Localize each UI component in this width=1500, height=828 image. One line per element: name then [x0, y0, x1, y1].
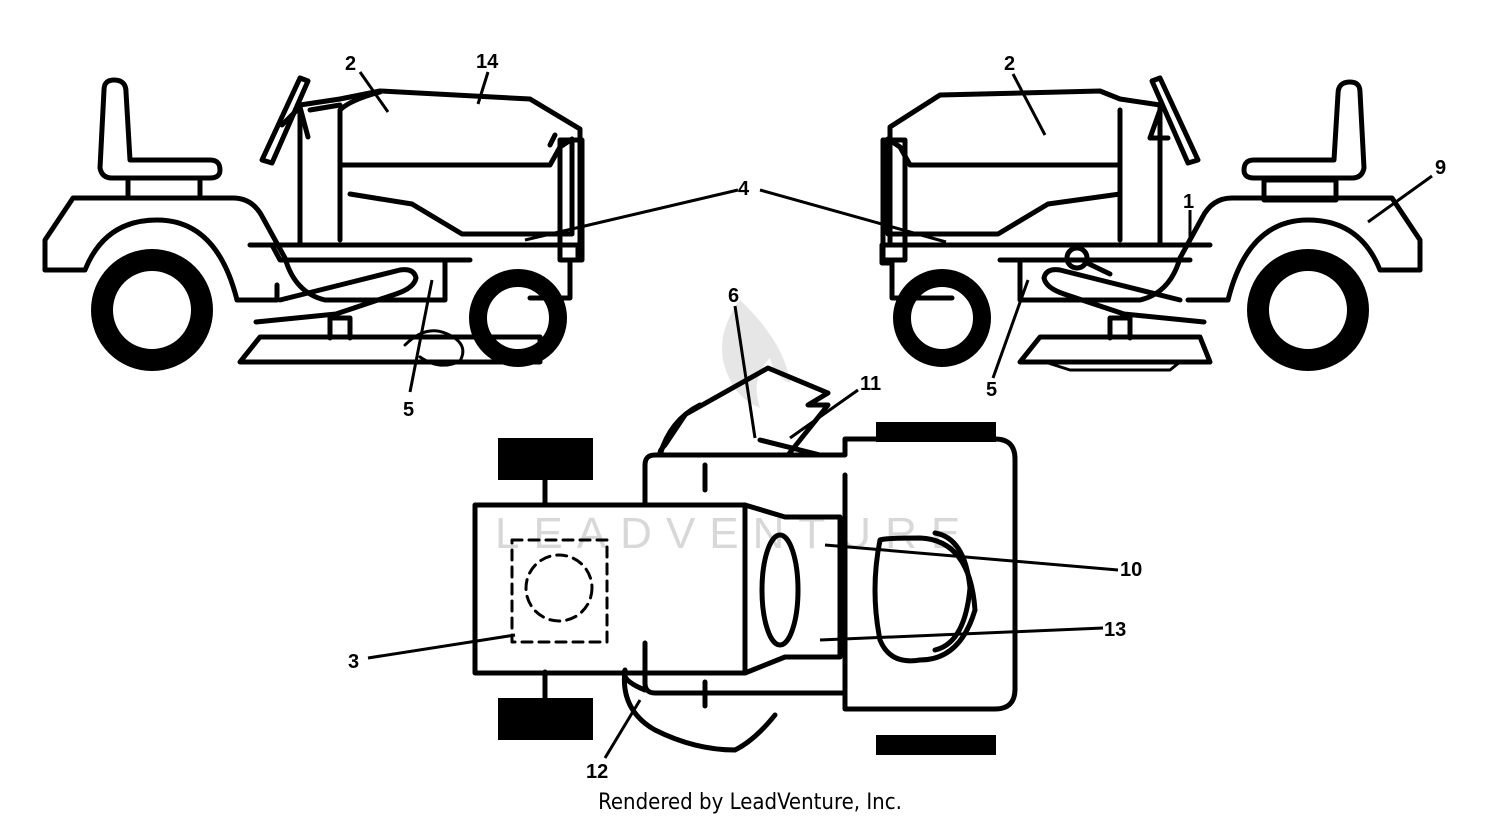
- leader-lines: [358, 71, 1433, 759]
- rear-wheel-left: [91, 249, 213, 371]
- footer-credit: Rendered by LeadVenture, Inc.: [598, 790, 902, 815]
- callout-13: 13: [1104, 619, 1126, 641]
- tractor-left-side-view: [42, 75, 585, 367]
- callout-10: 10: [1120, 559, 1142, 581]
- callout-11: 11: [860, 373, 881, 395]
- front-tire-top-right: [498, 698, 593, 740]
- callout-3: 3: [348, 651, 359, 673]
- rear-tire-top-left: [876, 422, 996, 442]
- callout-6: 6: [728, 285, 739, 307]
- callout-2-right: 2: [1004, 53, 1015, 75]
- callout-9: 9: [1435, 157, 1446, 179]
- callout-12: 12: [586, 761, 608, 783]
- tractor-right-side-view: [879, 75, 1423, 372]
- tractor-top-view: [472, 365, 1018, 753]
- callout-1: 1: [1183, 191, 1194, 213]
- rear-wheel-right: [1247, 249, 1369, 371]
- callout-5-left: 5: [403, 399, 414, 421]
- callout-5-right: 5: [986, 379, 997, 401]
- front-tire-top-left: [498, 438, 593, 480]
- callout-14: 14: [476, 51, 499, 73]
- rear-tire-top-right: [876, 735, 996, 755]
- front-wheel-left: [469, 269, 567, 367]
- callout-labels: 2 14 4 5 2 1 9 5 6 11 10 13 3 12: [345, 51, 1446, 783]
- front-wheel-right: [893, 269, 991, 367]
- callout-2-left: 2: [345, 53, 356, 75]
- callout-4: 4: [738, 178, 750, 200]
